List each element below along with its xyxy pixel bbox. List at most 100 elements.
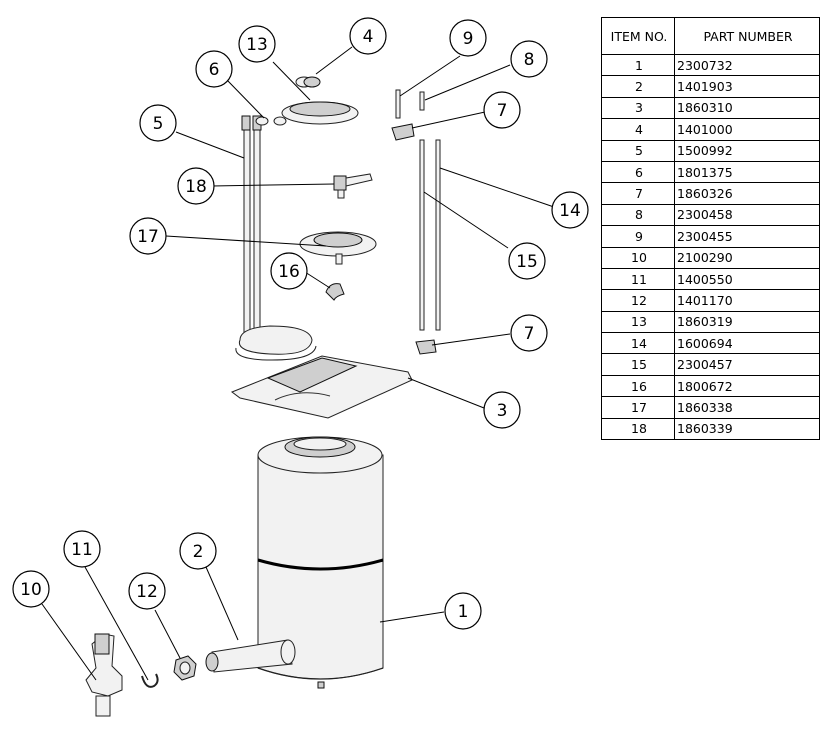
balloon-17: 17 xyxy=(129,217,167,255)
svg-text:7: 7 xyxy=(497,101,508,121)
thermostat xyxy=(333,173,373,199)
balloon-15: 15 xyxy=(508,242,546,280)
balloon-7-top: 7 xyxy=(483,91,521,129)
svg-text:8: 8 xyxy=(524,50,535,70)
item-cell: 4 xyxy=(601,118,675,141)
level-probes xyxy=(391,89,441,355)
tray xyxy=(230,355,413,419)
item-cell: 3 xyxy=(601,96,675,120)
balloon-5: 5 xyxy=(139,104,177,142)
item-no-header: ITEM NO. xyxy=(601,17,675,55)
elbow-fitting xyxy=(325,283,345,301)
svg-text:4: 4 xyxy=(363,27,374,47)
item-cell: 14 xyxy=(601,332,675,355)
item-cell: 10 xyxy=(601,246,675,269)
balloon-1: 1 xyxy=(444,592,482,630)
item-cell: 16 xyxy=(601,374,675,398)
part-number-header: PART NUMBER xyxy=(674,17,820,55)
svg-text:7: 7 xyxy=(524,324,535,344)
svg-text:1: 1 xyxy=(458,602,469,622)
item-cell: 2 xyxy=(601,75,675,98)
svg-text:16: 16 xyxy=(278,262,300,282)
part-number-cell: 1860338 xyxy=(674,396,820,419)
part-number-cell: 2300457 xyxy=(674,353,820,376)
balloon-18: 18 xyxy=(177,167,215,205)
part-number-cell: 1800672 xyxy=(674,374,820,398)
item-cell: 12 xyxy=(601,289,675,312)
heating-element xyxy=(235,115,317,361)
item-cell: 18 xyxy=(601,417,675,441)
svg-text:10: 10 xyxy=(20,580,42,600)
balloon-6: 6 xyxy=(195,50,233,88)
balloon-4: 4 xyxy=(349,17,387,55)
svg-text:3: 3 xyxy=(497,401,508,421)
part-number-cell: 1860339 xyxy=(674,417,820,441)
part-number-cell: 1401000 xyxy=(674,118,820,141)
part-number-cell: 1860326 xyxy=(674,182,820,205)
balloon-10: 10 xyxy=(12,570,50,608)
item-cell: 15 xyxy=(601,353,675,376)
balloon-8: 8 xyxy=(510,40,548,78)
exploded-view-diagram: 1 2 3 4 5 6 7 7 8 9 10 11 12 13 14 15 16… xyxy=(12,17,589,717)
svg-text:2: 2 xyxy=(193,542,204,562)
item-cell: 5 xyxy=(601,139,675,162)
svg-text:13: 13 xyxy=(246,35,268,55)
svg-text:18: 18 xyxy=(185,177,207,197)
item-cell: 11 xyxy=(601,267,675,291)
part-number-cell: 1600694 xyxy=(674,332,820,355)
svg-text:12: 12 xyxy=(136,582,158,602)
part-number-cell: 2300732 xyxy=(674,53,820,77)
mounting-plate xyxy=(299,231,377,265)
balloon-13: 13 xyxy=(238,25,276,63)
part-number-cell: 2100290 xyxy=(674,246,820,269)
balloon-9: 9 xyxy=(449,19,487,57)
svg-text:17: 17 xyxy=(137,227,159,247)
drain-tube xyxy=(205,639,296,673)
part-number-cell: 1860319 xyxy=(674,310,820,334)
svg-text:5: 5 xyxy=(153,114,164,134)
part-number-cell: 1400550 xyxy=(674,267,820,291)
svg-text:14: 14 xyxy=(559,201,581,221)
hook-clip xyxy=(141,673,159,688)
item-cell: 1 xyxy=(601,53,675,77)
balloon-12: 12 xyxy=(128,572,166,610)
item-cell: 13 xyxy=(601,310,675,334)
item-cell: 9 xyxy=(601,225,675,248)
balloon-16: 16 xyxy=(270,252,308,290)
svg-text:15: 15 xyxy=(516,252,538,272)
svg-text:6: 6 xyxy=(209,60,220,80)
svg-text:9: 9 xyxy=(463,29,474,49)
item-cell: 7 xyxy=(601,182,675,205)
item-cell: 17 xyxy=(601,396,675,419)
item-cell: 6 xyxy=(601,160,675,184)
hex-nut xyxy=(173,655,197,681)
balloon-7-bottom: 7 xyxy=(510,314,548,352)
table-header-row: ITEM NO. PART NUMBER xyxy=(601,17,820,55)
part-number-cell: 1860310 xyxy=(674,96,820,120)
tank xyxy=(257,436,384,689)
balloon-2: 2 xyxy=(179,532,217,570)
balloon-14: 14 xyxy=(551,191,589,229)
faucet xyxy=(85,633,123,717)
part-number-cell: 1801375 xyxy=(674,160,820,184)
part-number-cell: 2300458 xyxy=(674,203,820,227)
balloon-11: 11 xyxy=(63,530,101,568)
